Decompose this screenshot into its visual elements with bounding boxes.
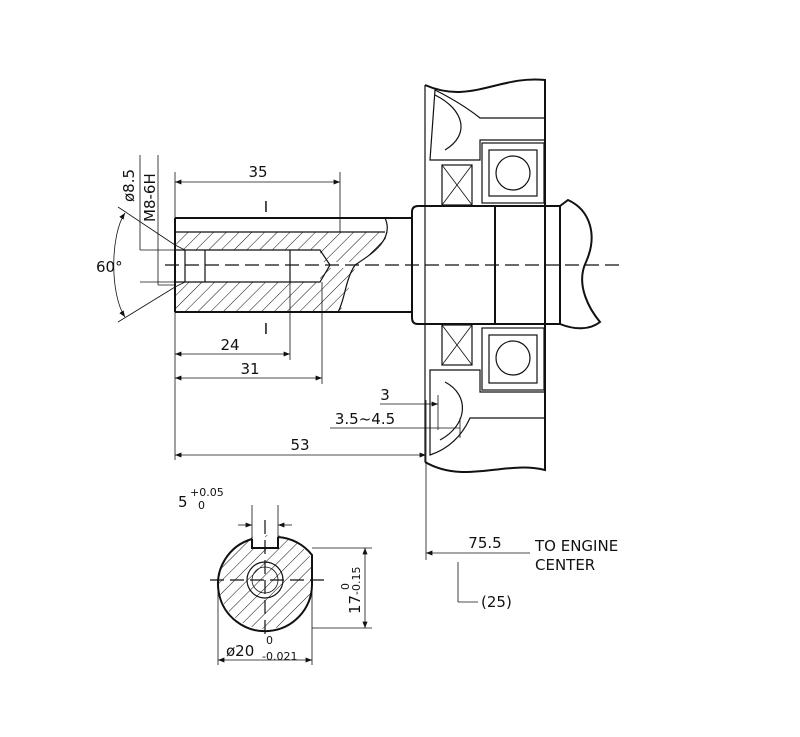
shaft-dia-upper: 0 xyxy=(266,634,273,647)
dim-24-label: 24 xyxy=(220,336,239,354)
angle-60-label: 60° xyxy=(96,258,123,276)
key-height-upper: 0 xyxy=(339,583,352,590)
crank-journal xyxy=(411,198,602,330)
key-height-lower: -0.15 xyxy=(350,567,363,595)
dim-755-label: 75.5 xyxy=(468,534,501,552)
key-height-label: 17 xyxy=(346,595,364,614)
dim-31-label: 31 xyxy=(240,360,259,378)
to-engine-line1: TO ENGINE xyxy=(534,537,618,555)
key-width-lower: 0 xyxy=(198,499,205,512)
dim-53-label: 53 xyxy=(290,436,309,454)
dim-shaft-dia: ø20 0 -0.021 xyxy=(217,585,313,665)
section-mark-bottom: I xyxy=(264,320,268,338)
dim-60: 60° xyxy=(96,206,176,323)
dim-53: 53 xyxy=(175,400,427,560)
dim-key-height: 17 0 -0.15 xyxy=(312,547,372,629)
shaft-cross-section xyxy=(210,520,325,640)
dia-85-label: ø8.5 xyxy=(120,169,138,202)
dim-3545-label: 3.5~4.5 xyxy=(335,410,395,428)
dim-25: (25) xyxy=(457,562,512,611)
key-width-upper: +0.05 xyxy=(190,486,224,499)
dim-24: 24 xyxy=(174,282,291,460)
thread-label: M8-6H xyxy=(141,173,159,222)
dim-31: 31 xyxy=(175,282,323,384)
key-width-label: 5 xyxy=(178,493,188,511)
section-mark-top: I xyxy=(264,198,268,216)
dim-25-label: (25) xyxy=(481,593,512,611)
dim-3: 3 xyxy=(380,386,439,430)
dim-35: 35 xyxy=(174,163,341,232)
dim-35-label: 35 xyxy=(248,163,267,181)
dim-755: 75.5 TO ENGINE CENTER xyxy=(426,534,618,574)
output-shaft xyxy=(174,217,412,313)
dim-3-label: 3 xyxy=(380,386,390,404)
to-engine-line2: CENTER xyxy=(535,556,595,574)
engine-housing xyxy=(424,78,546,474)
dim-thread: ø8.5 M8-6H xyxy=(120,155,175,286)
bearing xyxy=(481,142,545,391)
dim-3545: 3.5~4.5 xyxy=(330,410,461,438)
dim-key-width: 5 +0.05 0 xyxy=(178,486,292,540)
shaft-dia-label: ø20 xyxy=(226,642,254,660)
shaft-dia-lower: -0.021 xyxy=(262,650,297,663)
